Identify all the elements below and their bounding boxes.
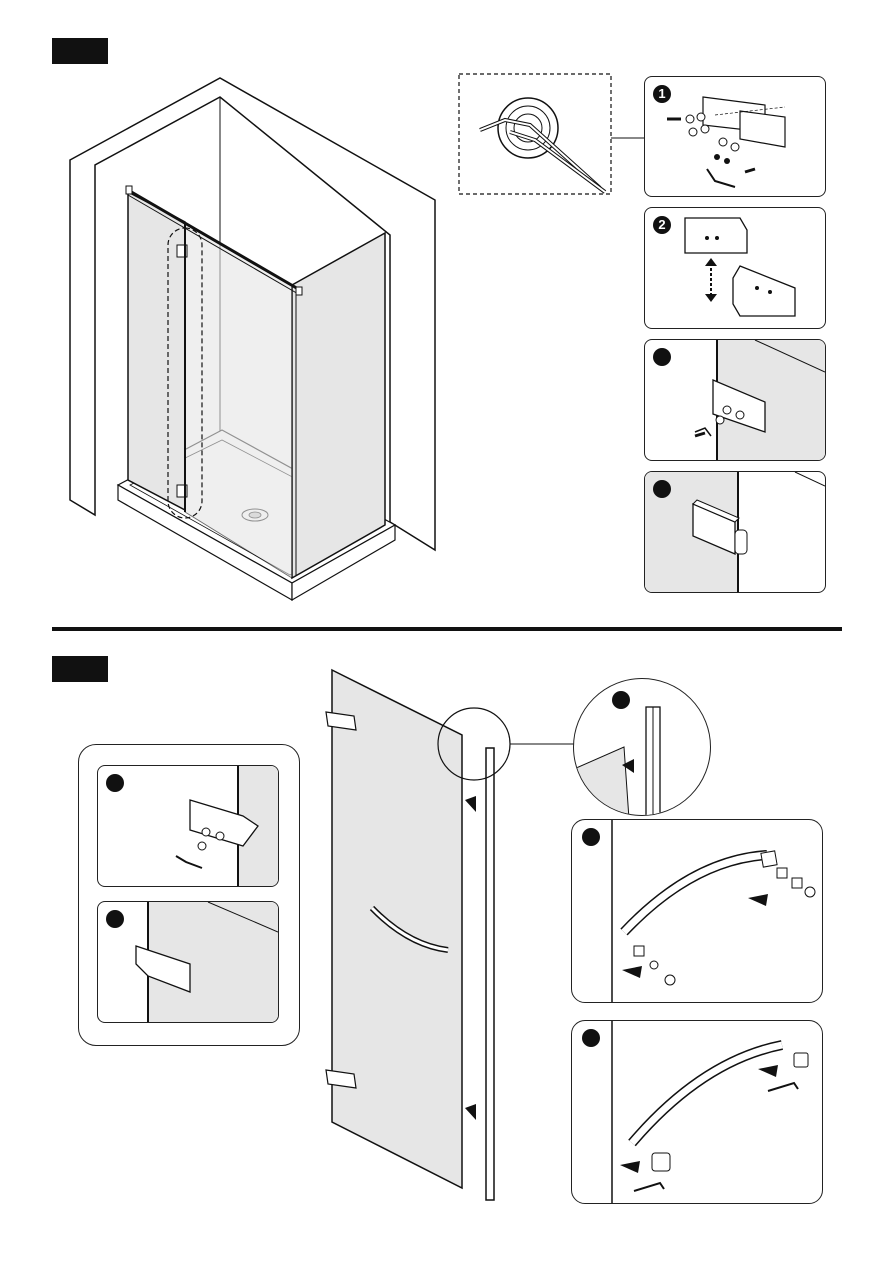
- handle-cap-icon: [572, 1021, 822, 1203]
- allen-key-icon: [768, 1083, 798, 1091]
- step2-detail-handle-2: [571, 1020, 823, 1204]
- seal-strip-detail: [573, 678, 711, 816]
- step2-number-5: [582, 1029, 600, 1047]
- seal-strip-icon: [574, 679, 710, 815]
- step2-number-3: [612, 691, 630, 709]
- step2-number-4: [582, 828, 600, 846]
- handle-exploded-icon: [572, 820, 822, 1002]
- step2-detail-handle-1: [571, 819, 823, 1003]
